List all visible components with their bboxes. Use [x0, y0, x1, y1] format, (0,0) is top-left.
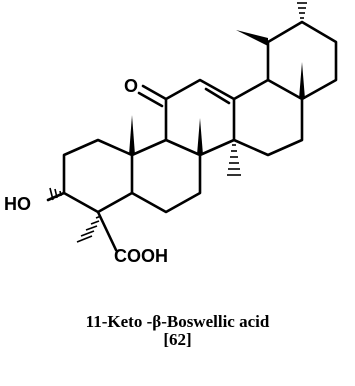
- hash-methyl-c20: [297, 2, 307, 19]
- wedge-methyl-c10: [129, 115, 135, 155]
- hydroxyl-label: HO: [4, 194, 31, 214]
- chemical-structure: O HO COOH: [4, 2, 338, 266]
- hash-methyl-c14: [227, 144, 241, 176]
- ring-b: [130, 138, 202, 214]
- wedge-methyl-c19: [236, 30, 268, 46]
- hash-methyl-c4: [76, 215, 102, 243]
- ketone-bond-2: [137, 91, 164, 108]
- hash-hydroxyl-c3: [49, 187, 62, 201]
- ketone-oxygen-label: O: [124, 76, 138, 96]
- wedge-bonds: [129, 30, 305, 155]
- reference-number: [62]: [163, 330, 192, 349]
- double-bond-inner: [204, 87, 231, 105]
- ketone-bond-1: [141, 84, 168, 101]
- hash-bonds: [49, 2, 307, 243]
- ring-d: [232, 78, 304, 157]
- ring-c: [164, 78, 236, 157]
- wedge-methyl-c17: [299, 62, 305, 99]
- ring-e: [266, 20, 338, 101]
- ring-bonds: [46, 20, 338, 252]
- wedge-methyl-c8: [197, 118, 203, 155]
- carboxyl-bond: [96, 210, 118, 252]
- carboxyl-label: COOH: [114, 246, 168, 266]
- ring-a: [62, 138, 134, 214]
- compound-name: 11-Keto -β-Boswellic acid: [85, 312, 270, 331]
